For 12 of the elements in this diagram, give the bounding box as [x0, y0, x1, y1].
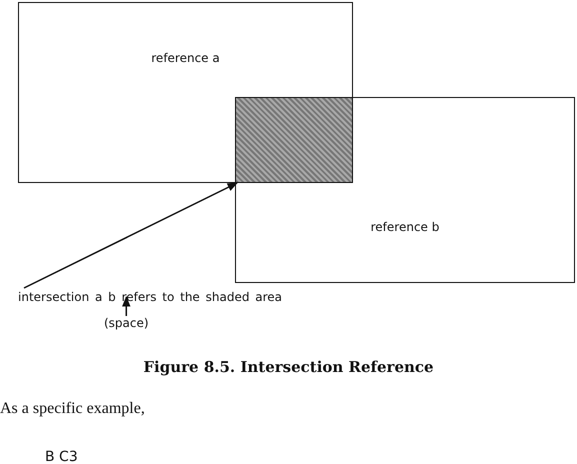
arrow — [122, 296, 130, 316]
box-label: reference b — [370, 220, 440, 234]
code-text: B C3 — [45, 449, 78, 464]
box-label: reference a — [151, 51, 220, 65]
arrow — [24, 182, 238, 289]
body-text: As a specific example, — [0, 400, 145, 418]
annotation-text: (space) — [104, 316, 149, 330]
figure-caption: Figure 8.5. Intersection Reference — [142, 358, 435, 376]
reference-box — [18, 2, 353, 183]
shaded-area — [236, 98, 352, 182]
annotation-text: intersection a b refers to the shaded area — [18, 290, 282, 304]
reference-box — [235, 97, 575, 283]
